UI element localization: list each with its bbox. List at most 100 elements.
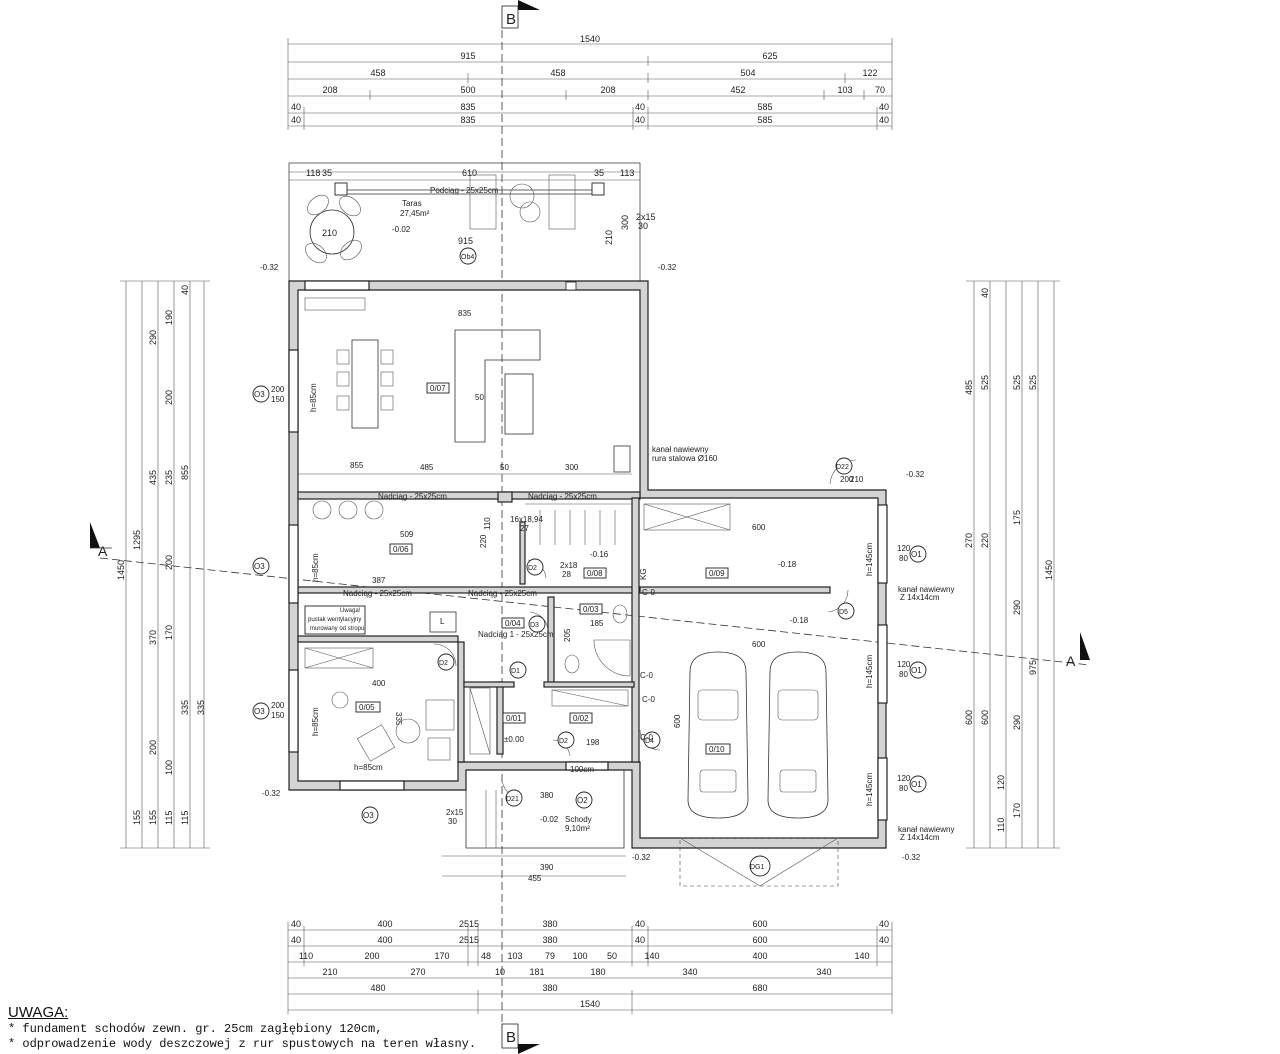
left-dim-155a: 155 xyxy=(132,810,142,825)
top-dim-4c: 208 xyxy=(600,85,615,95)
bottom-dim-1c: 25 xyxy=(459,919,469,929)
window-tag-o3-c: O3 xyxy=(254,707,265,716)
room-label-0-02: 0/02 xyxy=(573,714,589,723)
level-garage-ne: -0.32 xyxy=(906,470,925,479)
left-dim-335a: 335 xyxy=(180,700,190,715)
top-dim-6d: 585 xyxy=(757,115,772,125)
right-dim-975: 975 xyxy=(1028,660,1038,675)
door-dim-210: 210 xyxy=(850,475,864,484)
top-dim-6c: 40 xyxy=(635,115,645,125)
window-tag-o3-b: O3 xyxy=(254,562,265,571)
room-label-0-10: 0/10 xyxy=(709,745,725,754)
window-tag-ob4: Ob4 xyxy=(461,254,474,261)
bathroom: 0/03 185 205 xyxy=(563,603,631,677)
car-left xyxy=(687,651,749,819)
top-dim-1: 1540 xyxy=(580,34,600,44)
top-dim-5d: 585 xyxy=(757,102,772,112)
door-tag-d2-b: D2 xyxy=(528,565,537,572)
living-dim-835: 835 xyxy=(458,309,472,318)
left-dim-155b: 155 xyxy=(148,810,158,825)
bottom-dim-3k: 140 xyxy=(854,951,869,961)
right-dim-525a: 525 xyxy=(980,375,990,390)
left-dim-200c: 200 xyxy=(148,740,158,755)
height-room: h=85cm xyxy=(311,707,320,736)
bottom-dim-1e: 380 xyxy=(542,919,557,929)
entrance-area: 9,10m² xyxy=(565,824,590,833)
right-dim-600a: 600 xyxy=(964,710,974,725)
living-dim-855: 855 xyxy=(350,461,364,470)
terrace-area: 27,45m² xyxy=(400,209,430,218)
door-tag-d1: D1 xyxy=(511,668,520,675)
height-garage-2: h=145cm xyxy=(865,655,874,688)
door-tag-d21: D21 xyxy=(506,796,519,803)
bottom-dim-3d: 48 xyxy=(481,951,491,961)
hall-dim-220: 220 xyxy=(479,534,488,548)
entrance-dim-455: 455 xyxy=(528,874,542,883)
top-dim-6b: 835 xyxy=(460,115,475,125)
window-tag-o3-d: O3 xyxy=(363,811,374,820)
bottom-dim-1g: 600 xyxy=(752,919,767,929)
top-dimension-chains: 1540 915 625 458 458 504 122 208 500 208… xyxy=(287,34,893,130)
level-garage-se: -0.32 xyxy=(902,853,921,862)
bottom-dim-5b: 380 xyxy=(542,983,557,993)
stairs2-label: 2x18 xyxy=(560,561,578,570)
terrace-dim-210: 210 xyxy=(604,230,614,245)
bottom-dim-2d: 15 xyxy=(469,935,479,945)
terrace-dim-610: 610 xyxy=(462,168,477,178)
entrance-stair: 2x15 xyxy=(446,808,464,817)
room-label-0-04: 0/04 xyxy=(505,619,521,628)
terrace-dim-118: 118 xyxy=(306,168,320,178)
bottom-dim-4d: 181 xyxy=(529,967,544,977)
room-label-0-07: 0/07 xyxy=(430,384,446,393)
bottom-dim-1a: 40 xyxy=(291,919,301,929)
bottom-dim-6: 1540 xyxy=(580,999,600,1009)
kitchen-dim-387: 387 xyxy=(372,576,386,585)
duct-note-2: Z 14x14cm xyxy=(900,833,940,842)
door-dim-100: 200 xyxy=(840,475,854,484)
living-dim-50: 50 xyxy=(500,463,509,472)
windows xyxy=(288,280,888,821)
height-garage-3: h=145cm xyxy=(865,773,874,806)
car-right xyxy=(767,651,829,819)
terrace: Podciąg - 25x25cm Taras 27,45m² -0.02 11… xyxy=(260,162,677,282)
top-dim-6a: 40 xyxy=(291,115,301,125)
bottom-dim-3c: 170 xyxy=(434,951,449,961)
duct-note-3: kanał nawiewny xyxy=(898,585,954,594)
label-c0-a: C-0 xyxy=(642,695,655,704)
left-dim-170: 170 xyxy=(164,625,174,640)
height-living: h=85cm xyxy=(309,383,318,412)
vent-note-3: murowany od stropu xyxy=(310,626,364,632)
right-dim-120: 120 xyxy=(996,775,1006,790)
bottom-dim-2c: 25 xyxy=(459,935,469,945)
section-b-bottom-label: B xyxy=(506,1029,516,1046)
kitchen-dim-509: 509 xyxy=(400,530,414,539)
vent-note-2: pustak wentylacyjny xyxy=(308,617,361,623)
label-c0-c: C-0 xyxy=(640,671,653,680)
left-dimension-chains: 1450 1295 855 435 235 200 290 190 200 37… xyxy=(116,280,210,849)
bedroom-dim-335: 335 xyxy=(394,712,403,726)
stairs-sub: 27 xyxy=(520,524,529,533)
beam-5: Nadciąg 1 - 25x25cm xyxy=(478,630,554,639)
bottom-dim-2a: 40 xyxy=(291,935,301,945)
beam-4: Nadciąg - 25x25cm xyxy=(468,589,537,598)
room-label-0-08: 0/08 xyxy=(587,569,603,578)
bottom-dim-4b: 270 xyxy=(410,967,425,977)
notes-title: UWAGA: xyxy=(8,1004,69,1021)
bedroom-dim-400: 400 xyxy=(372,679,386,688)
label-c0-b: C-0 xyxy=(642,588,655,597)
window-dim-80a: 80 xyxy=(899,554,908,563)
right-dim-290b: 290 xyxy=(1012,715,1022,730)
bottom-dim-4f: 340 xyxy=(682,967,697,977)
bottom-dim-2g: 600 xyxy=(752,935,767,945)
garage-dim-600b: 600 xyxy=(752,640,766,649)
door-tag-d2-a: D2 xyxy=(439,660,448,667)
terrace-table-dim: 210 xyxy=(322,228,337,238)
bottom-dim-1f: 40 xyxy=(635,919,645,929)
window-tag-o1-b: O1 xyxy=(911,666,922,675)
beam-2: Nadciąg - 25x25cm xyxy=(528,492,597,501)
stairs2-sub: 28 xyxy=(562,570,571,579)
top-dim-3d: 122 xyxy=(862,68,877,78)
left-dim-290: 290 xyxy=(148,330,158,345)
right-dim-600b: 600 xyxy=(980,710,990,725)
